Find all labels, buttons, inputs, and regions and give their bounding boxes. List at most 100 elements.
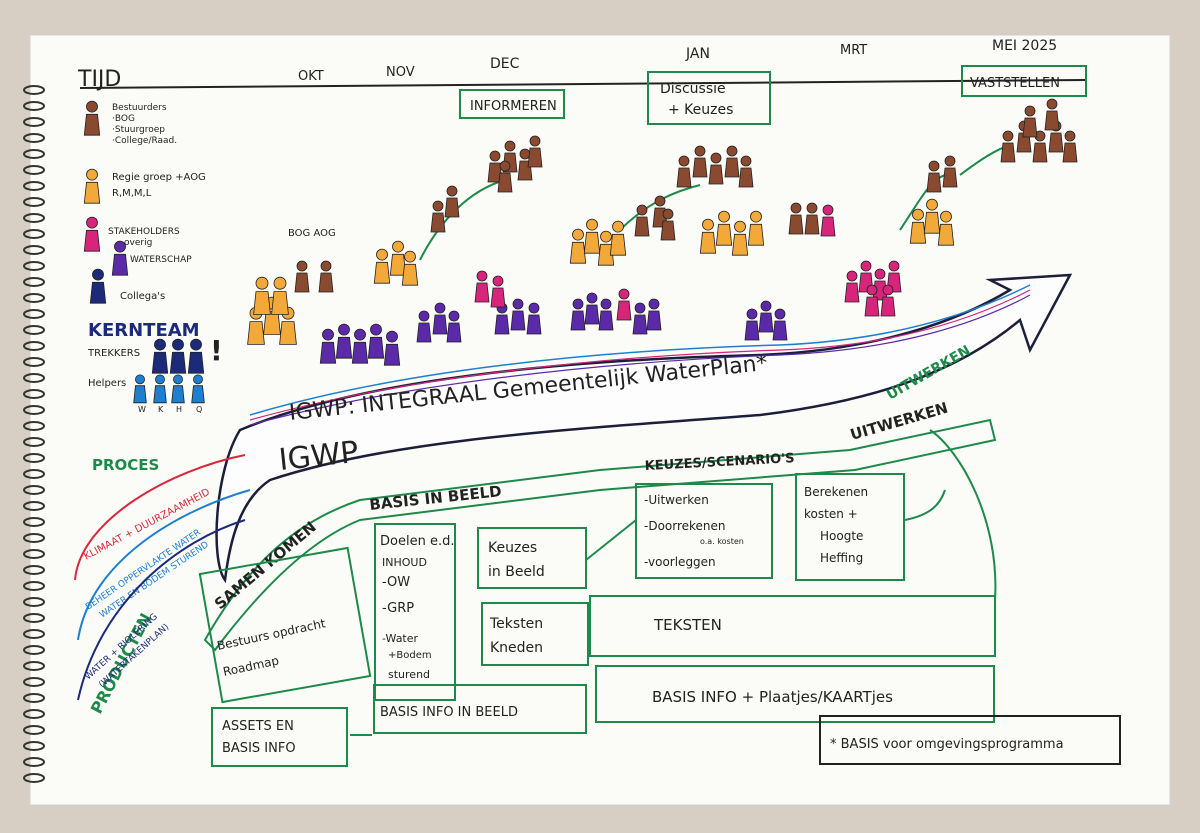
arrow-line-magenta — [249, 289, 1031, 421]
people-groups — [83, 98, 1078, 404]
person-icon — [401, 250, 419, 286]
person-icon — [474, 270, 490, 303]
person-icon — [373, 248, 391, 284]
theme-arrow-navy — [77, 519, 246, 701]
person-icon — [731, 220, 749, 256]
spiral-ring — [23, 325, 45, 335]
person-icon — [83, 100, 101, 136]
grp-label: -GRP — [382, 601, 414, 616]
person-icon — [111, 240, 129, 276]
person-icon — [724, 145, 740, 178]
assets-label: ASSETS EN — [222, 719, 294, 734]
legend-stakeholders: STAKEHOLDERS — [108, 227, 180, 237]
spiral-ring — [23, 149, 45, 159]
spiral-ring — [23, 613, 45, 623]
person-icon — [584, 292, 600, 325]
connector-berekenen — [904, 489, 946, 521]
spiral-ring — [23, 517, 45, 527]
spiral-ring — [23, 405, 45, 415]
bodem-label: +Bodem — [388, 650, 432, 661]
person-icon — [351, 328, 369, 364]
person-icon — [169, 338, 187, 374]
person-icon — [570, 298, 586, 331]
arrow-line-blue — [249, 284, 1031, 416]
person-icon — [191, 374, 205, 404]
assets-box — [211, 707, 348, 767]
teksten-kneden-label-1: Teksten — [489, 616, 543, 632]
spiral-ring — [23, 357, 45, 367]
person-icon — [389, 240, 407, 276]
keuzes-beeld-label-1: Keuzes — [488, 540, 537, 556]
discussie-label: Discussie — [660, 81, 726, 97]
teksten-kneden-box — [481, 602, 589, 666]
spiral-ring — [23, 229, 45, 239]
basis-info-plaatjes-label: BASIS INFO + Plaatjes/KAARTjes — [652, 688, 893, 706]
spiral-ring — [23, 533, 45, 543]
person-icon — [432, 302, 448, 335]
person-icon — [923, 198, 941, 234]
person-icon — [487, 150, 503, 183]
bestuurs-box — [198, 546, 372, 704]
spiral-ring — [23, 661, 45, 671]
person-icon — [318, 260, 334, 293]
month-mei: MEI 2025 — [992, 38, 1057, 54]
spiral-ring — [23, 469, 45, 479]
person-icon — [151, 338, 169, 374]
helper-h: H — [176, 405, 182, 414]
connector-top-3 — [899, 174, 946, 231]
person-icon — [872, 268, 888, 301]
person-icon — [804, 202, 820, 235]
person-icon — [153, 374, 167, 404]
person-icon — [335, 323, 353, 359]
sturend-label: sturend — [388, 668, 430, 681]
spiral-ring — [23, 437, 45, 447]
person-icon — [569, 228, 587, 264]
timeline-axis — [79, 79, 1086, 89]
bog-aog-label: BOG AOG — [288, 228, 336, 239]
spiral-ring — [23, 677, 45, 687]
person-icon — [1032, 130, 1048, 163]
person-icon — [609, 220, 627, 256]
water-label: -Water — [382, 632, 419, 645]
spiral-ring — [23, 341, 45, 351]
product-box-outlines — [198, 473, 996, 767]
helper-w: W — [138, 405, 146, 414]
legend-helpers: Helpers — [88, 378, 126, 389]
footnote-box — [819, 715, 1121, 765]
spiral-ring — [23, 245, 45, 255]
vaststellen-box — [961, 65, 1087, 97]
basis-info-plaatjes-box — [595, 665, 995, 723]
person-icon — [676, 155, 692, 188]
person-icon — [758, 300, 774, 333]
basis-info-beeld-label: BASIS INFO IN BEELD — [380, 705, 518, 720]
uitwerken-list-box — [635, 483, 773, 579]
doorrekenen-item: -Doorrekenen — [644, 519, 726, 533]
spiral-ring — [23, 101, 45, 111]
spiral-ring — [23, 197, 45, 207]
person-icon — [187, 338, 205, 374]
person-icon — [880, 284, 896, 317]
keuzes-beeld-box — [477, 527, 587, 589]
keuzes-beeld-label-2: in Beeld — [488, 564, 545, 580]
person-icon — [744, 308, 760, 341]
informeren-box — [459, 89, 565, 119]
legend-bestuurders: Bestuurders — [112, 103, 167, 113]
person-icon — [367, 323, 385, 359]
person-icon — [583, 218, 601, 254]
person-icon — [497, 160, 513, 193]
legend-stuurgroep: ·Stuurgroep — [112, 125, 165, 135]
connector-right-loop — [929, 429, 997, 601]
legend-collegas: Collega's — [120, 291, 165, 302]
person-icon — [699, 218, 717, 254]
person-icon — [319, 328, 337, 364]
teksten-kneden-label-2: Kneden — [490, 640, 543, 656]
spiral-ring — [23, 645, 45, 655]
spiral-ring — [23, 581, 45, 591]
spiral-ring — [23, 277, 45, 287]
vaststellen-label: VASTSTELLEN — [970, 76, 1060, 91]
informeren-label: INFORMEREN — [470, 99, 557, 114]
person-icon — [383, 330, 401, 366]
connector-keuzes-uitwerken — [585, 519, 637, 561]
